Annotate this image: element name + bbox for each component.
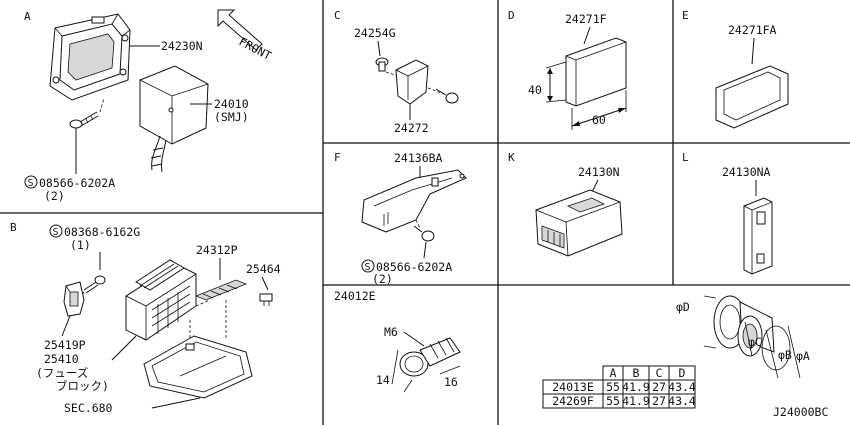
footer-code: J24000BC: [773, 405, 828, 419]
section-c: 24254G 24272: [354, 26, 459, 135]
bracket-24230n-drawing: [49, 13, 131, 101]
bolt-drawing: [399, 337, 461, 377]
label-screw-a-qty: (2): [44, 189, 65, 203]
table-cell: 27: [652, 380, 666, 394]
table-header-cell: A: [610, 366, 617, 380]
screw-symbol-b: S: [53, 227, 59, 238]
bracket-24272-drawing: [395, 59, 429, 105]
label-25464: 25464: [246, 262, 281, 276]
section-l: 24130NA: [722, 165, 773, 275]
dim-40: 40: [528, 83, 542, 97]
section-label-l: L: [682, 151, 689, 164]
table-cell: 41.9: [622, 380, 650, 394]
label-24010: 24010: [214, 97, 249, 111]
section-d: 24271F 40 60: [528, 12, 627, 130]
bracket-24136ba-drawing: [361, 169, 467, 233]
relay-bracket-drawing: [63, 281, 85, 317]
dim-phi-c: φC: [748, 335, 762, 349]
section-f: 24136BA S 08566-6202A (2): [361, 151, 467, 286]
label-screw-b-qty: (1): [70, 238, 91, 252]
pad-24271fa-drawing: [715, 65, 789, 129]
pad-24271f-drawing: [565, 37, 627, 107]
label-24272: 24272: [394, 121, 429, 135]
dim-16: 16: [444, 375, 458, 389]
section-label-b: B: [10, 221, 17, 234]
label-m6: M6: [384, 325, 398, 339]
section-k: 24130N: [535, 165, 623, 257]
screw-icon: [435, 88, 459, 104]
fuse-icon: [259, 293, 273, 306]
dim-60: 60: [592, 113, 606, 127]
screw-icon: [413, 225, 435, 242]
table-cell-border: [668, 393, 696, 409]
label-screw-f: 08566-6202A: [376, 260, 452, 274]
cover-drawing: [143, 335, 253, 399]
label-24130na: 24130NA: [722, 165, 771, 179]
table-header-cell: C: [656, 366, 663, 380]
label-24010-sub: (SMJ): [214, 110, 249, 124]
label-24271f: 24271F: [565, 12, 607, 26]
label-24230n: 24230N: [161, 39, 203, 53]
label-sec680: SEC.680: [64, 401, 113, 415]
section-b: S 08368-6162G (1) 25419P: [36, 224, 281, 415]
label-25410-jp2: ブロック): [56, 379, 109, 393]
fuse-block-drawing: [125, 259, 197, 341]
dim-phi-a: φA: [796, 349, 810, 363]
screw-symbol-icon: [49, 224, 63, 238]
module-24010-drawing: [139, 65, 209, 173]
table-cell: 41.9: [622, 394, 650, 408]
table-cell: 55: [606, 380, 620, 394]
section-label-k: K: [508, 151, 515, 164]
terminal-24130na-drawing: [743, 197, 773, 275]
table-header-cell: B: [633, 366, 640, 380]
label-screw-b: 08368-6162G: [64, 225, 140, 239]
label-24130n: 24130N: [578, 165, 620, 179]
table-header-cell: D: [679, 366, 686, 380]
label-25410: 25410: [44, 352, 79, 366]
connector-24130n-drawing: [535, 189, 623, 257]
label-screw-f-qty: (2): [372, 272, 393, 286]
section-label-d: D: [508, 9, 515, 22]
section-e: 24271FA: [715, 23, 789, 129]
label-25410-jp1: (フューズ: [36, 366, 88, 380]
screw-icon: [83, 275, 106, 294]
fuse-strip-drawing: [194, 279, 248, 301]
table-cell: 24269F: [552, 394, 594, 408]
dim-phi-b: φB: [778, 348, 792, 362]
screw-icon: [69, 111, 99, 129]
dim-14: 14: [376, 373, 390, 387]
table-cell: 55: [606, 394, 620, 408]
screw-symbol-icon: [24, 175, 38, 189]
section-label-a: A: [24, 10, 31, 23]
table-cell: 43.4: [668, 394, 696, 408]
screw-symbol-a: S: [28, 178, 34, 189]
table-cell: 27: [652, 394, 666, 408]
screw-symbol-f: S: [365, 262, 371, 273]
label-24136ba: 24136BA: [394, 151, 443, 165]
clip-icon: [375, 57, 389, 72]
front-arrow-icon: [217, 9, 263, 51]
screw-symbol-icon: [361, 259, 375, 273]
label-screw-a: 08566-6202A: [39, 176, 115, 190]
label-24271fa: 24271FA: [728, 23, 777, 37]
table-cell: 43.4: [668, 380, 696, 394]
label-24312p: 24312P: [196, 243, 238, 257]
label-24254g: 24254G: [354, 26, 396, 40]
table-cell: 24013E: [552, 380, 594, 394]
label-25419p: 25419P: [44, 338, 86, 352]
section-label-f: F: [334, 151, 341, 164]
section-label-24012e: 24012E: [334, 289, 376, 303]
section-label-e: E: [682, 9, 689, 22]
section-a: 24230N FRONT 24010 (SMJ): [24, 9, 274, 203]
dim-phi-d: φD: [676, 300, 690, 314]
section-label-c: C: [334, 9, 341, 22]
section-24012e: M6 14 16: [376, 325, 461, 393]
